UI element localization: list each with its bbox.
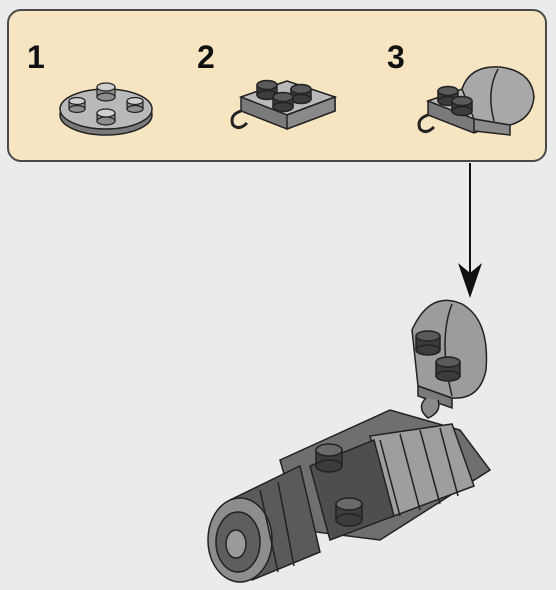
plate-with-tile-part-icon <box>417 66 535 136</box>
substep-number-2: 2 <box>197 39 215 75</box>
substep-number-1: 1 <box>27 39 45 75</box>
assembled-model-illustration <box>207 299 492 583</box>
clip-plate-part-icon <box>230 79 338 131</box>
round-plate-part-icon <box>59 82 153 136</box>
down-arrow-icon <box>458 163 482 298</box>
substeps-callout: 1 2 3 <box>7 9 547 162</box>
substep-number-3: 3 <box>387 39 405 75</box>
